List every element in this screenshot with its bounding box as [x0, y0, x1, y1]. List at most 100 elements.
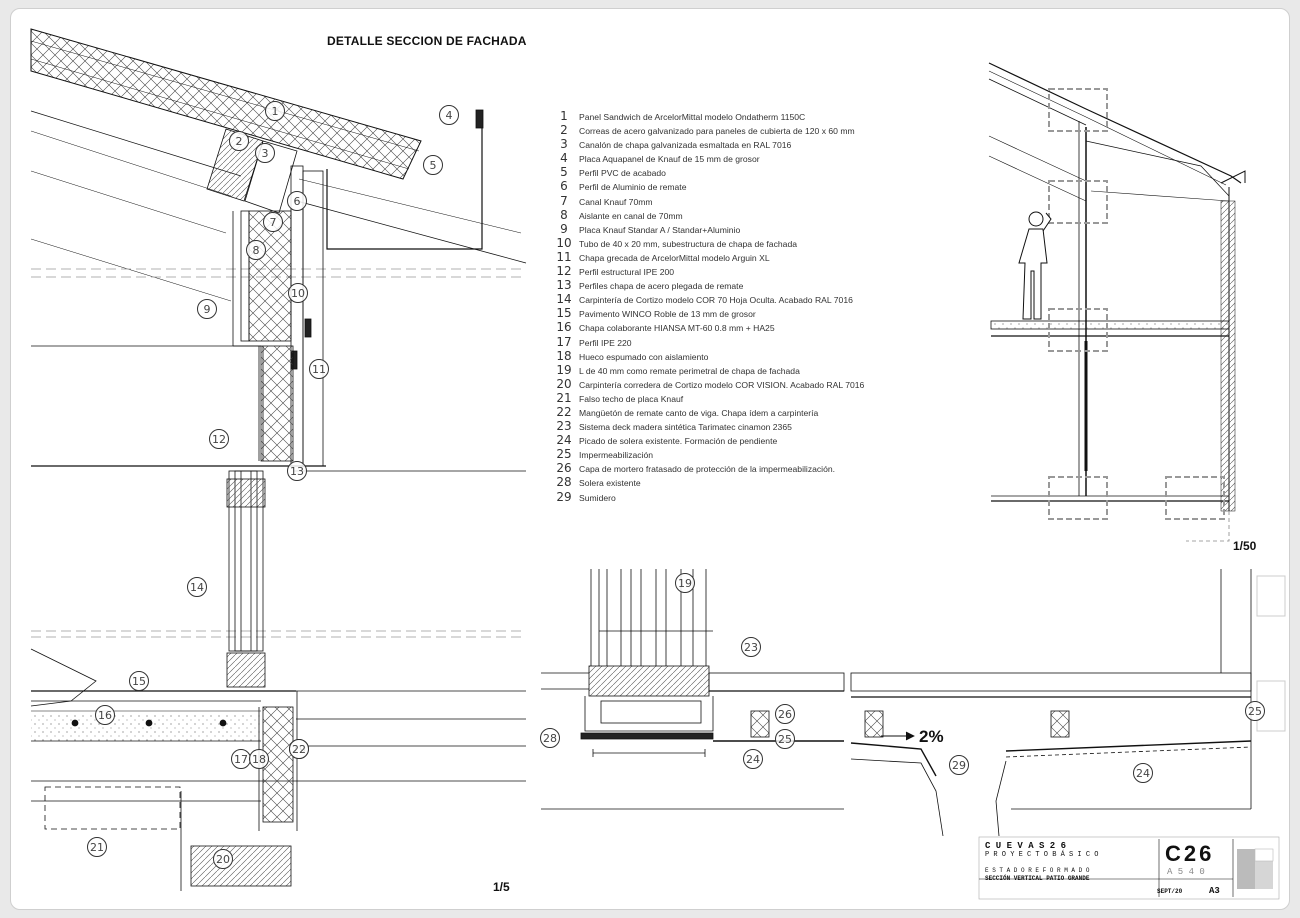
detail-callout: 13 — [287, 461, 307, 481]
legend-number: 19 — [556, 362, 572, 377]
drawing-title: DETALLE SECCION DE FACHADA — [327, 34, 527, 48]
legend-row: 10 Tubo de 40 x 20 mm, subestructura de c… — [549, 236, 969, 250]
tb-code: C26 — [1165, 841, 1215, 866]
legend-text: Carpintería corredera de Cortizo modelo … — [579, 379, 865, 390]
tb-date: SEPT/20 — [1157, 888, 1183, 895]
legend-text: Chapa grecada de ArcelorMittal modelo Ar… — [579, 252, 770, 263]
legend-row: 23 Sistema deck madera sintética Tarimate… — [549, 419, 969, 433]
legend-number: 17 — [556, 334, 572, 349]
legend-text: Aislante en canal de 70mm — [579, 210, 683, 221]
legend-text: Carpintería de Cortizo modelo COR 70 Hoj… — [579, 295, 853, 306]
legend-number: 5 — [560, 165, 568, 180]
deck-callout: 28 — [540, 728, 560, 748]
legend-number: 9 — [560, 221, 568, 236]
legend-text: Canal Knauf 70mm — [579, 196, 653, 207]
legend-text: Capa de mortero fratasado de protección … — [579, 464, 836, 475]
legend-text: Perfil PVC de acabado — [579, 168, 666, 179]
legend-number: 1 — [560, 109, 568, 123]
detail-callout: 9 — [197, 299, 217, 319]
legend-number: 12 — [556, 264, 572, 279]
legend-text: Perfil de Aluminio de remate — [579, 182, 687, 193]
tb-section: SECCIÓN VERTICAL PATIO GRANDE — [985, 875, 1090, 882]
legend-text: Hueco espumado con aislamiento — [579, 351, 709, 362]
legend-number: 3 — [560, 137, 568, 152]
deck-callout: 24 — [743, 749, 763, 769]
legend-text: Correas de acero galvanizado para panele… — [579, 126, 855, 137]
deck-callout: 25 — [775, 729, 795, 749]
building-section — [988, 62, 1246, 542]
legend-text: Canalón de chapa galvanizada esmaltada e… — [579, 140, 792, 151]
tb-phase: P R O Y E C T O B Á S I C O — [985, 851, 1099, 859]
legend-number: 14 — [556, 292, 572, 307]
legend-text: Perfiles chapa de acero plegada de remat… — [579, 281, 744, 292]
legend-text: Tubo de 40 x 20 mm, subestructura de cha… — [579, 238, 798, 249]
scale-detail: 1/5 — [493, 880, 510, 894]
legend-text: Sumidero — [579, 492, 616, 503]
legend-number: 23 — [556, 419, 572, 434]
detail-callout: 21 — [87, 837, 107, 857]
detail-callout: 5 — [423, 155, 443, 175]
detail-callout: 7 — [263, 212, 283, 232]
legend-number: 10 — [556, 235, 572, 250]
legend-row: 8 Aislante en canal de 70mm — [549, 208, 969, 222]
deck-callout: 26 — [775, 704, 795, 724]
legend-row: 19 L de 40 mm como remate perimetral de c… — [549, 363, 969, 377]
human-figure — [1018, 211, 1052, 320]
tb-project: C U E V A S 2 6 — [985, 841, 1067, 851]
legend-text: Mangüetón de remate canto de viga. Chapa… — [579, 407, 819, 418]
detail-callout: 15 — [129, 671, 149, 691]
legend-row: 12 Perfil estructural IPE 200 — [549, 264, 969, 278]
legend-number: 13 — [556, 278, 572, 293]
legend-number: 11 — [556, 249, 572, 264]
legend-text: Falso techo de placa Knauf — [579, 393, 684, 404]
detail-callout: 11 — [309, 359, 329, 379]
legend-number: 8 — [560, 207, 568, 222]
tb-state: E S T A D O R E F O R M A D O — [985, 867, 1090, 874]
detail-callout: 20 — [213, 849, 233, 869]
legend-number: 2 — [560, 123, 568, 138]
construction-drawing — [30, 28, 1286, 900]
legend-row: 14 Carpintería de Cortizo modelo COR 70 H… — [549, 292, 969, 306]
legend-text: Perfil estructural IPE 200 — [579, 267, 675, 278]
legend-row: 5 Perfil PVC de acabado — [549, 165, 969, 179]
title-block-frame — [978, 836, 1280, 900]
detail-callout: 3 — [255, 143, 275, 163]
deck-callout: 29 — [949, 755, 969, 775]
facade-detail — [30, 28, 527, 891]
scale-section: 1/50 — [1233, 539, 1257, 553]
detail-callout: 8 — [246, 240, 266, 260]
legend-row: 7 Canal Knauf 70mm — [549, 194, 969, 208]
legend-text: Sistema deck madera sintética Tarimatec … — [579, 422, 792, 433]
legend-text: Chapa colaborante HIANSA MT-60 0.8 mm + … — [579, 323, 775, 334]
legend-text: Pavimento WINCO Roble de 13 mm de grosor — [579, 309, 756, 320]
legend-text: Solera existente — [579, 478, 641, 489]
detail-callout: 10 — [288, 283, 308, 303]
detail-callout: 22 — [289, 739, 309, 759]
drawing-sheet: DETALLE SECCION DE FACHADA — [10, 8, 1290, 910]
detail-callout: 16 — [95, 705, 115, 725]
legend-number: 24 — [556, 433, 572, 448]
deck-callout: 19 — [675, 573, 695, 593]
tb-format: A3 — [1209, 886, 1220, 896]
legend-row: 13 Perfiles chapa de acero plegada de rem… — [549, 278, 969, 292]
legend-number: 7 — [560, 193, 568, 208]
deck-drain-detail — [541, 569, 1252, 837]
deck-callout: 24 — [1133, 763, 1153, 783]
detail-callout: 18 — [249, 749, 269, 769]
legend-text: L de 40 mm como remate perimetral de cha… — [579, 365, 800, 376]
deck-callout: 25 — [1245, 701, 1265, 721]
legend-number: 25 — [556, 447, 572, 462]
